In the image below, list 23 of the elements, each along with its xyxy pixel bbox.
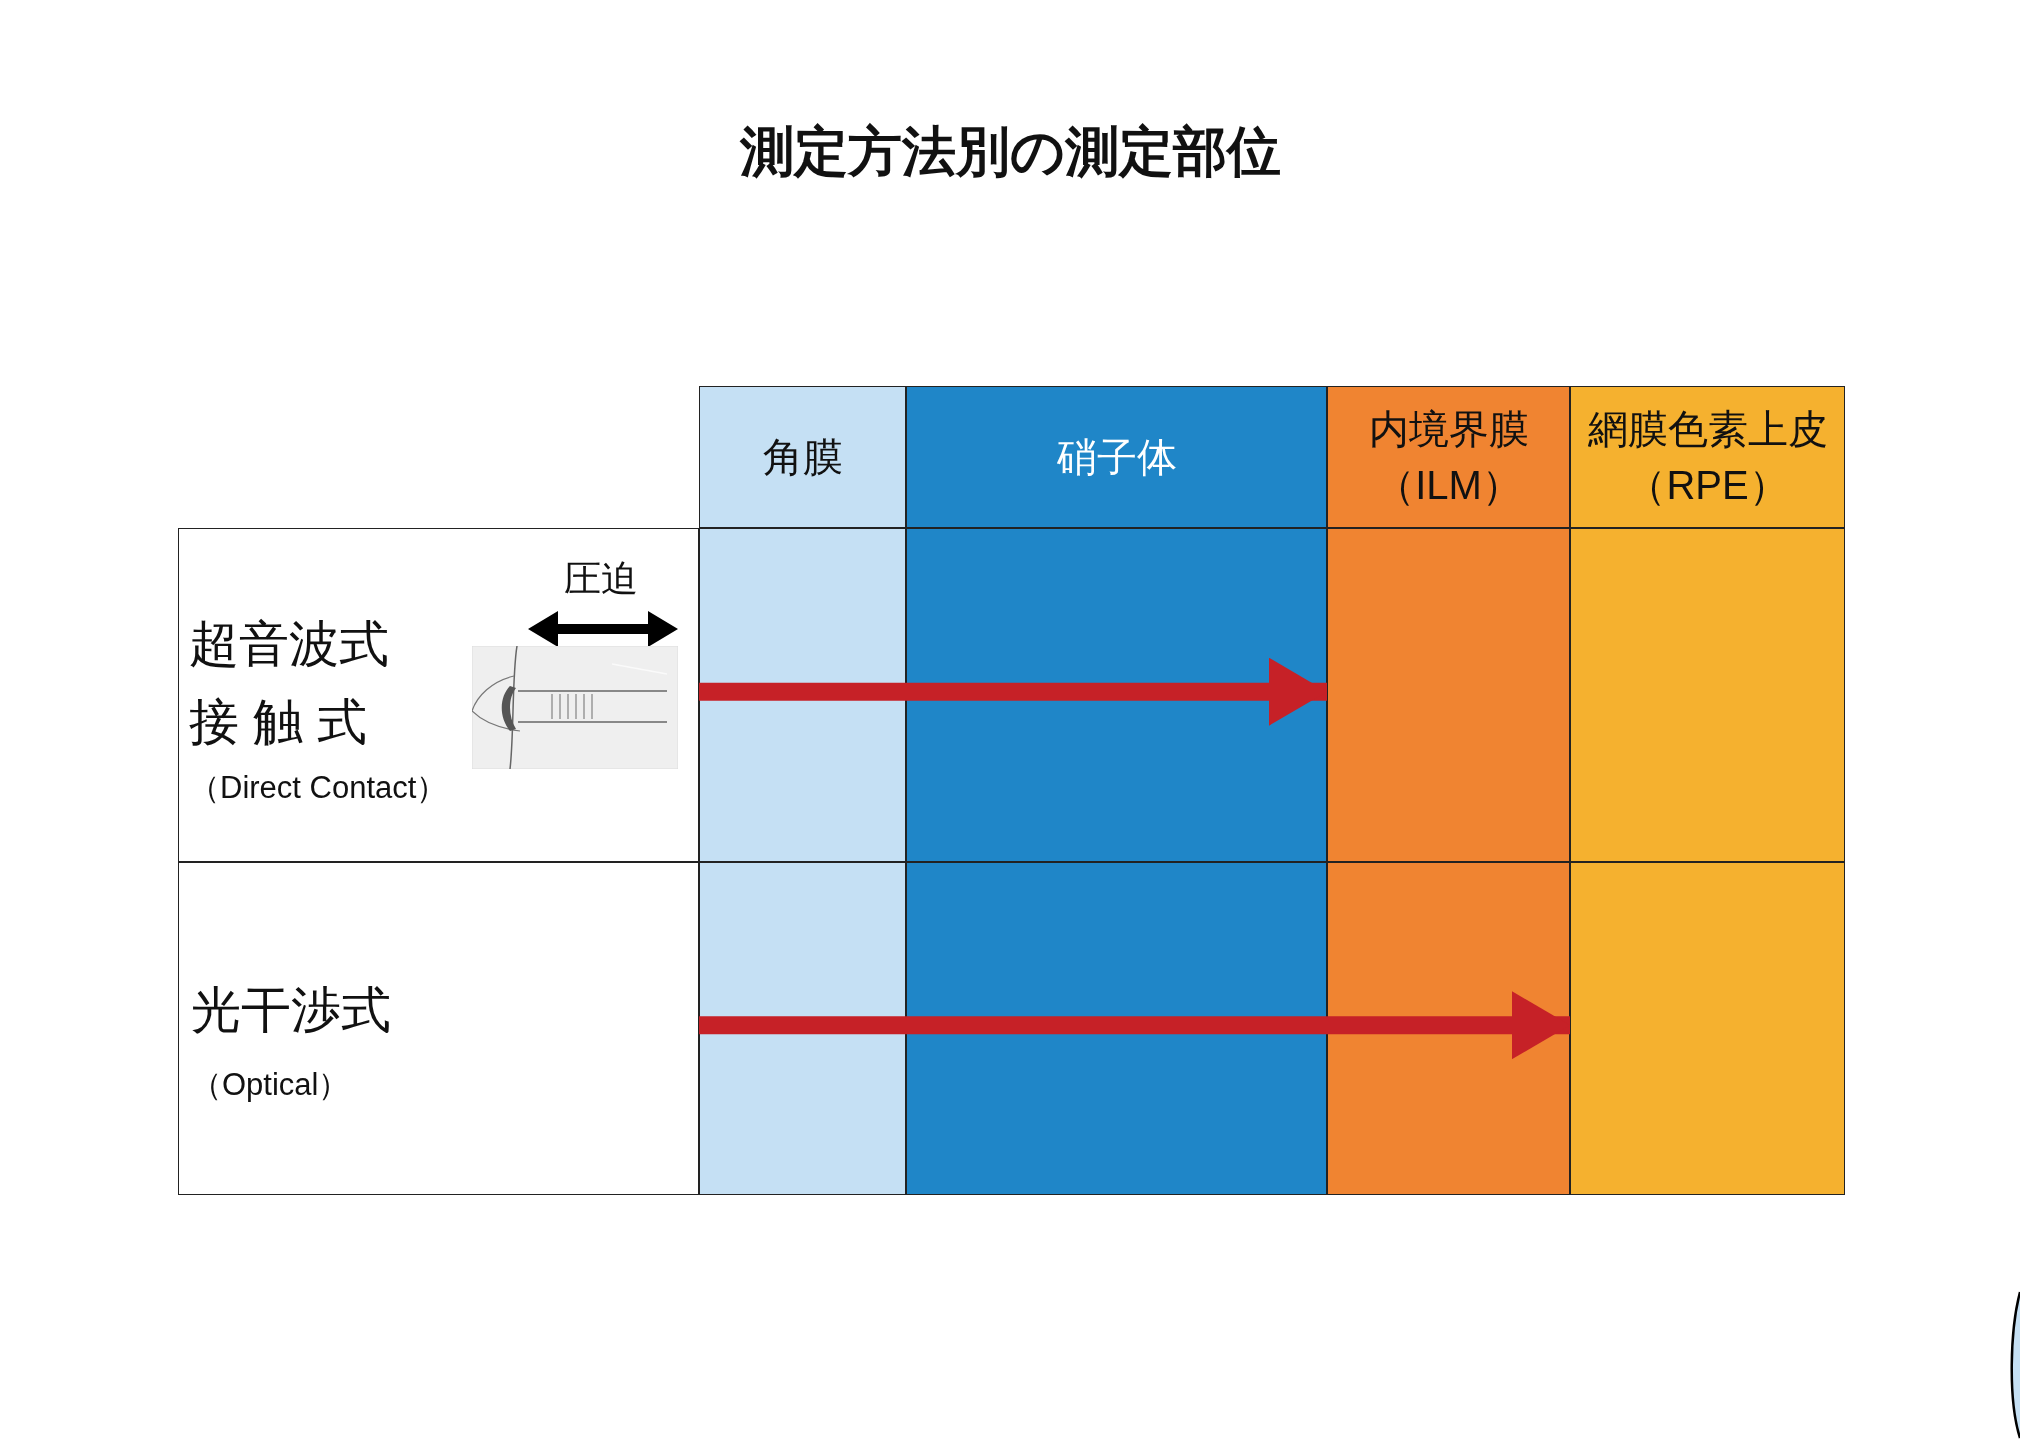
column-header-text: 硝子体 [1056, 434, 1177, 481]
table-cell [1327, 528, 1570, 862]
method-subtitle: （Optical） [191, 1068, 350, 1103]
column-header-text: （ILM） [1375, 462, 1522, 509]
column-header-cell [906, 386, 1327, 528]
row-header-cell [178, 862, 699, 1195]
column-header-cell [1570, 386, 1845, 528]
compression-label: 圧迫 [564, 559, 638, 600]
column-header-text: 内境界膜 [1368, 406, 1529, 453]
method-name: 接 触 式 [189, 695, 367, 750]
method-subtitle: （Direct Contact） [189, 771, 448, 806]
column-header-text: （RPE） [1626, 462, 1789, 509]
column-header-cell [1327, 386, 1570, 528]
column-header-text: 角膜 [762, 434, 843, 481]
arrow [699, 991, 1570, 1060]
title: 測定方法別の測定部位 [738, 122, 1282, 182]
table-cell [1570, 862, 1845, 1195]
arrow [699, 657, 1327, 726]
method-name: 超音波式 [189, 617, 389, 672]
row-header-cell [178, 528, 699, 862]
column-header-cell [699, 386, 906, 528]
method-name: 光干渉式 [191, 983, 391, 1038]
column-header-text: 網膜色素上皮 [1587, 406, 1828, 453]
